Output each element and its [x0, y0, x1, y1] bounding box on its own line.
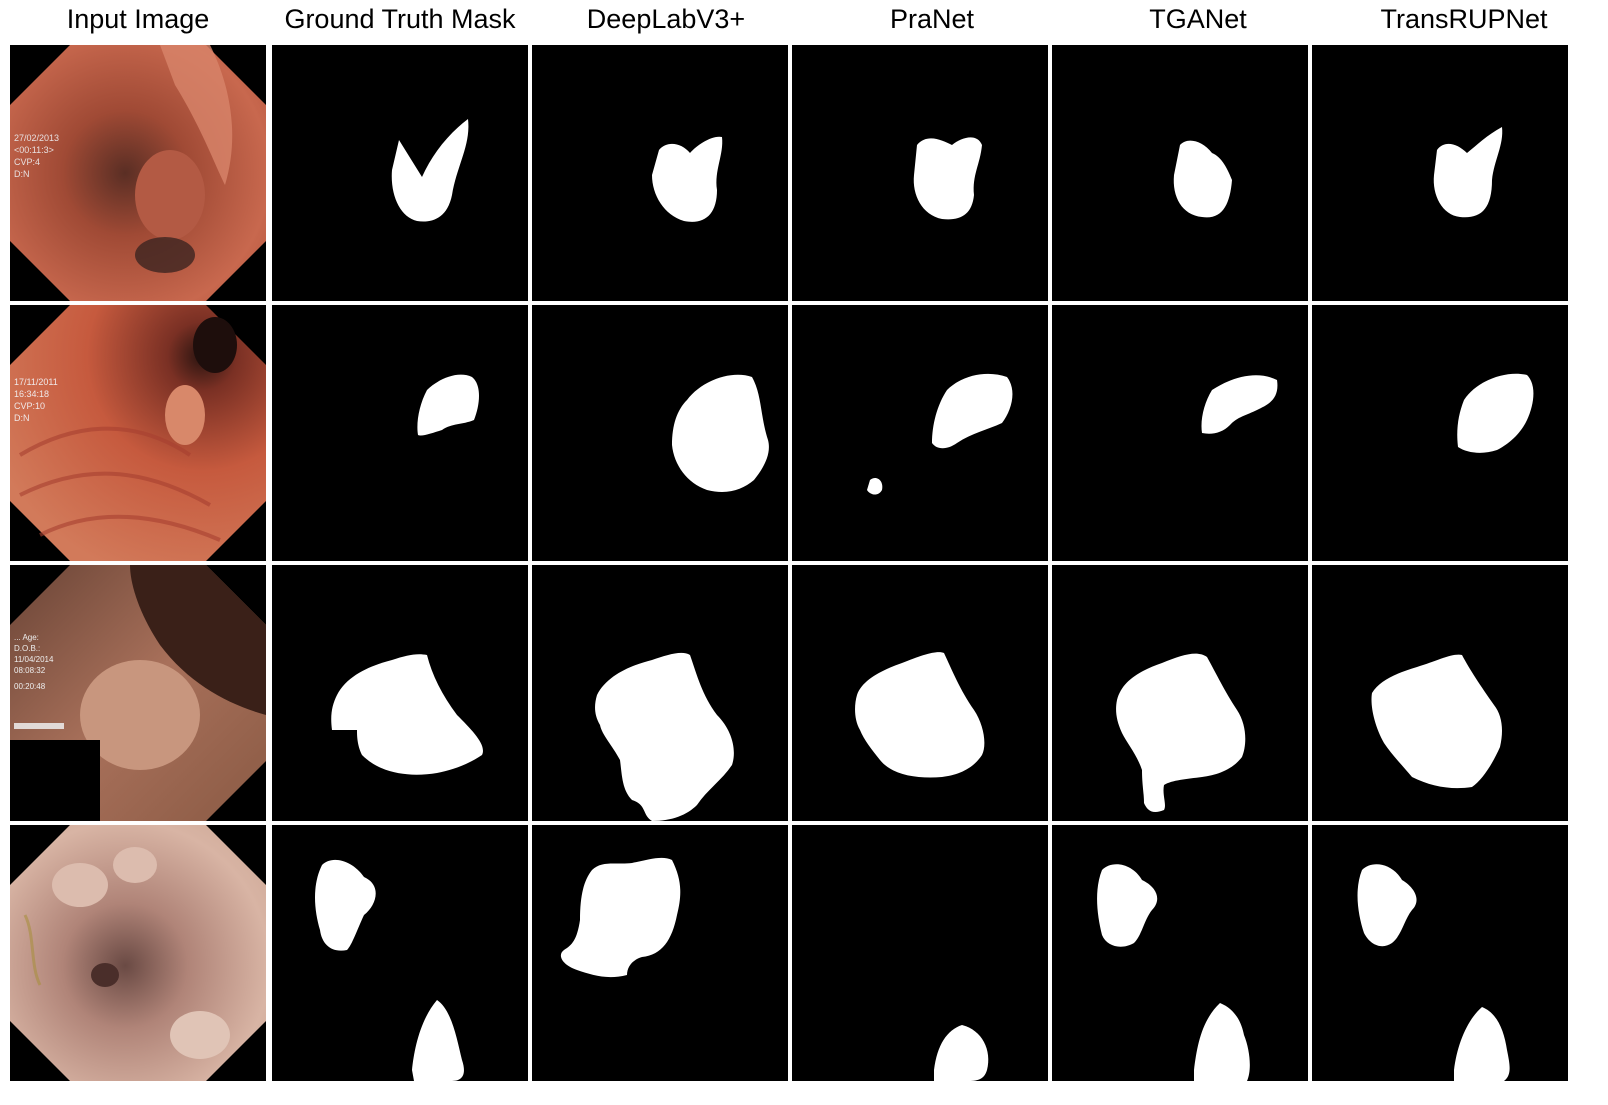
osd-cvp: CVP:10	[14, 401, 45, 411]
ground-truth-mask-row1	[272, 45, 528, 301]
mask-region	[855, 652, 985, 778]
input-image-row3: ... Age: D.O.B.: 11/04/2014 08:08:32 00:…	[10, 565, 266, 821]
mask-region	[932, 373, 1013, 449]
mask-region	[412, 1000, 464, 1081]
deeplabv3plus-mask-row1	[532, 45, 788, 301]
tganet-mask-row2	[1052, 305, 1308, 561]
osd-age: ... Age:	[14, 633, 39, 642]
ground-truth-mask-row3	[272, 565, 528, 821]
mask-region	[1173, 140, 1232, 218]
deeplabv3plus-mask-row2	[532, 305, 788, 561]
transrupnet-mask-row2	[1312, 305, 1568, 561]
pranet-mask-row1	[792, 45, 1048, 301]
osd-bar	[14, 723, 64, 729]
mask-region	[595, 652, 734, 821]
ground-truth-mask-row4	[272, 825, 528, 1081]
mask-region	[652, 136, 723, 222]
ground-truth-mask-row2	[272, 305, 528, 561]
column-headers: Input Image Ground Truth Mask DeepLabV3+…	[0, 0, 1608, 44]
column-title-ground-truth: Ground Truth Mask	[284, 4, 516, 34]
osd-date: 27/02/2013	[14, 133, 59, 143]
column-title-deeplabv3plus: DeepLabV3+	[586, 4, 746, 34]
black-overlay-box	[10, 740, 100, 821]
osd-date: 11/04/2014	[14, 655, 54, 664]
pranet-mask-row4	[792, 825, 1048, 1081]
transrupnet-mask-row3	[1312, 565, 1568, 821]
osd-time: 08:08:32	[14, 666, 46, 675]
deeplabv3plus-mask-row4	[532, 825, 788, 1081]
osd-date: 17/11/2011	[14, 377, 58, 387]
mask-region	[934, 1025, 989, 1081]
tganet-mask-row3	[1052, 565, 1308, 821]
input-image-row1: 27/02/2013 <00:11:3> CVP:4 D:N	[10, 45, 266, 301]
column-title-input-image: Input Image	[66, 4, 210, 34]
osd-timer: 00:20:48	[14, 682, 46, 691]
mask-region	[1194, 1003, 1250, 1081]
mask-region	[913, 137, 982, 220]
mask-region	[1371, 654, 1502, 789]
osd-d: D:N	[14, 169, 30, 179]
polyp	[135, 150, 205, 240]
osd-dob: D.O.B.:	[14, 644, 40, 653]
mask-region	[315, 859, 376, 951]
mask-region	[560, 857, 681, 978]
mask-region	[867, 478, 883, 495]
mask-region	[1201, 375, 1278, 434]
mask-region	[417, 374, 479, 436]
column-title-transrupnet: TransRUPNet	[1380, 4, 1548, 34]
osd-cvp: CVP:4	[14, 157, 40, 167]
transrupnet-mask-row4	[1312, 825, 1568, 1081]
mask-region	[391, 119, 469, 222]
column-title-tganet: TGANet	[1149, 4, 1247, 34]
transrupnet-mask-row1	[1312, 45, 1568, 301]
tganet-mask-row1	[1052, 45, 1308, 301]
input-image-row4	[10, 825, 266, 1081]
input-image-row2: 17/11/2011 16:34:18 CVP:10 D:N	[10, 305, 266, 561]
tganet-mask-row4	[1052, 825, 1308, 1081]
mask-region	[1457, 373, 1534, 453]
osd-time: 16:34:18	[14, 389, 49, 399]
osd-time: <00:11:3>	[14, 145, 54, 155]
polyp	[52, 863, 108, 907]
mask-region	[1454, 1007, 1510, 1081]
mask-region	[672, 374, 769, 492]
pranet-mask-row3	[792, 565, 1048, 821]
pranet-mask-row2	[792, 305, 1048, 561]
deeplabv3plus-mask-row3	[532, 565, 788, 821]
mask-region	[331, 654, 483, 775]
column-title-pranet: PraNet	[889, 4, 975, 34]
mask-region	[1433, 127, 1503, 218]
polyp	[165, 385, 205, 445]
mask-region	[1097, 864, 1158, 947]
mask-region	[1357, 864, 1417, 947]
osd-d: D:N	[14, 413, 30, 423]
mask-region	[1116, 653, 1246, 813]
polyp	[80, 660, 200, 770]
